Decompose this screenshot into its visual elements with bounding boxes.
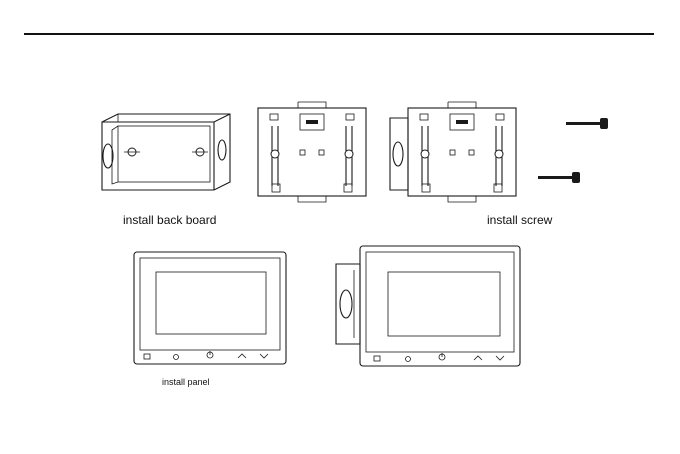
- assembled-plate-illustration: [386, 100, 522, 206]
- caption-install-panel: install panel: [162, 377, 210, 387]
- thermostat-panel-illustration: [130, 248, 290, 370]
- thermostat-mounted-illustration: [332, 242, 524, 372]
- header-rule: [24, 33, 654, 35]
- caption-install-screw: install screw: [487, 213, 552, 227]
- back-box-illustration: [98, 112, 238, 194]
- caption-install-back-board: install back board: [123, 213, 216, 227]
- mounting-plate-illustration: [252, 100, 372, 206]
- screw-lower-illustration: [536, 170, 586, 186]
